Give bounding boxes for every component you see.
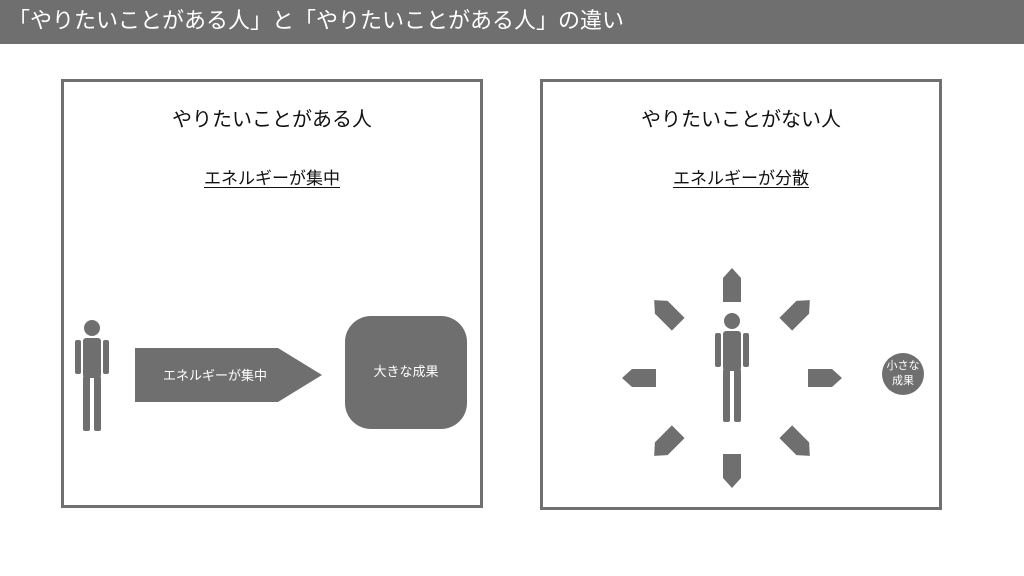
panel-heading-without-goals: やりたいことがない人 bbox=[641, 107, 841, 131]
person-icon bbox=[75, 320, 109, 431]
concentrated-energy-diagram: エネルギーが集中 大きな成果 bbox=[75, 316, 467, 431]
big-result-box bbox=[345, 316, 467, 429]
small-result-circle bbox=[882, 353, 924, 395]
slide-title: 「やりたいことがある人」と「やりたいことがある人」の違い bbox=[8, 9, 625, 34]
energy-arrow bbox=[135, 348, 322, 402]
scatter-arrow-up-right bbox=[779, 300, 810, 331]
scatter-arrow-up bbox=[723, 268, 741, 302]
person-icon bbox=[715, 313, 749, 422]
big-result-label: 大きな成果 bbox=[373, 365, 438, 380]
title-bar: 「やりたいことがある人」と「やりたいことがある人」の違い bbox=[0, 0, 1024, 44]
panel-without-goals: やりたいことがない人 エネルギーが分散 小さな 成果 bbox=[540, 79, 942, 510]
panel-heading-with-goals: やりたいことがある人 bbox=[172, 107, 372, 131]
energy-arrow-label: エネルギーが集中 bbox=[163, 368, 267, 384]
panel-subheading-concentrated: エネルギーが集中 bbox=[204, 169, 340, 189]
scatter-arrow-down-right bbox=[779, 425, 810, 456]
panel-subheading-scattered: エネルギーが分散 bbox=[673, 169, 809, 189]
scatter-arrow-down-left bbox=[654, 425, 685, 456]
scattered-energy-diagram: 小さな 成果 bbox=[622, 268, 924, 488]
scatter-arrow-up-left bbox=[654, 300, 685, 331]
scatter-arrow-left bbox=[622, 369, 656, 387]
scatter-arrow-down bbox=[723, 454, 741, 488]
small-result-label-line2: 成果 bbox=[892, 374, 914, 387]
small-result-label-line1: 小さな bbox=[887, 359, 920, 372]
scattered-arrows bbox=[622, 268, 842, 488]
panel-with-goals: やりたいことがある人 エネルギーが集中 エネルギーが集中 大きな成果 bbox=[61, 79, 483, 508]
scatter-arrow-right bbox=[808, 369, 842, 387]
